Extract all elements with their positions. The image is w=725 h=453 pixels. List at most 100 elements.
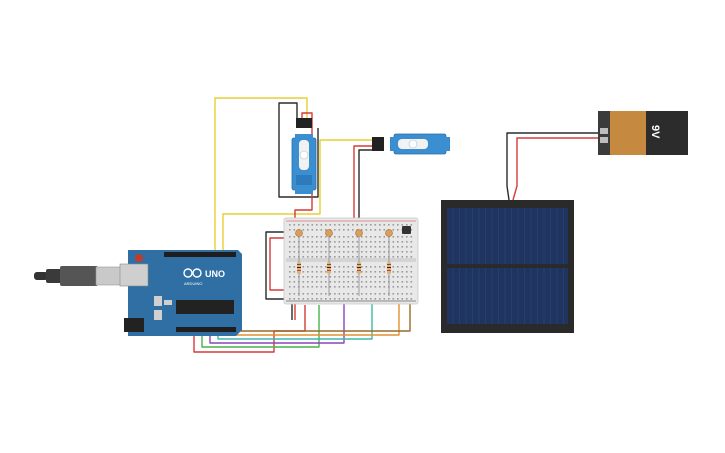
breadboard[interactable] [283,217,419,305]
breadboard-hole [410,251,413,253]
breadboard-hole [347,266,350,268]
arduino-board [128,250,242,336]
arduino-uno[interactable]: UNO ARDUINO [119,250,242,336]
breadboard-hole [289,293,291,295]
breadboard-hole [397,246,399,248]
breadboard-hole [406,251,408,253]
breadboard-hole [388,298,390,300]
resistor-band [387,264,391,265]
breadboard-hole [356,281,359,283]
breadboard-hole [365,256,368,258]
breadboard-hole [406,276,408,278]
wire-yellow-servo2-signal[interactable] [222,139,372,252]
breadboard-hole [338,236,341,238]
breadboard-hole [320,251,323,253]
breadboard-hole [293,281,296,283]
breadboard-hole [406,281,408,283]
ldr-photoresistor-icon[interactable] [295,229,303,237]
reset-button-icon[interactable] [135,254,143,262]
wire-brown-ldr[interactable] [234,298,411,332]
battery-9v[interactable]: 9V [598,111,688,155]
breadboard-hole [361,276,363,278]
pushbutton[interactable] [402,226,411,234]
breadboard-hole [365,224,368,226]
breadboard-hole [325,286,327,288]
breadboard-hole [401,298,404,300]
breadboard-hole [325,224,327,226]
solar-panel[interactable] [441,200,574,333]
breadboard-hole [397,298,399,300]
wire-battery-black[interactable] [506,132,600,201]
breadboard-hole [401,266,404,268]
breadboard-hole [397,293,399,295]
breadboard-hole [388,224,390,226]
breadboard-hole [379,266,381,268]
breadboard-hole [311,298,314,300]
ldr-photoresistor-icon[interactable] [385,229,393,237]
breadboard-hole [329,281,332,283]
breadboard-hole [379,281,381,283]
breadboard-hole [302,298,305,300]
wire-black-gnd-left[interactable] [265,231,293,320]
breadboard-hole [379,229,381,231]
wire-purple-ldr[interactable] [209,298,345,344]
breadboard-hole [361,251,363,253]
breadboard-hole [356,241,359,243]
breadboard-hole [347,276,350,278]
breadboard-hole [329,246,332,248]
breadboard-hole [343,224,345,226]
breadboard-hole [311,281,314,283]
breadboard-hole [338,266,341,268]
breadboard-hole [293,266,296,268]
servo-vertical[interactable] [291,118,317,194]
ldr-photoresistor-icon[interactable] [355,229,363,237]
breadboard-hole [401,224,404,226]
breadboard-hole [289,229,291,231]
breadboard-hole [343,246,345,248]
wire-green-ldr[interactable] [201,305,320,348]
breadboard-hole [311,276,314,278]
breadboard-hole [365,286,368,288]
servo-horizontal[interactable] [372,133,450,155]
breadboard-hole [325,256,327,258]
breadboard-hole [316,241,318,243]
breadboard-hole [316,266,318,268]
breadboard-hole [370,276,372,278]
wire-red-bottom[interactable] [193,305,306,353]
breadboard-hole [320,236,323,238]
wire-black-servo2-gnd[interactable] [358,149,372,222]
breadboard-hole [325,271,327,273]
breadboard-hole [410,286,413,288]
breadboard-hole [302,236,305,238]
battery-terminal-top [600,128,608,134]
battery-terminal-bottom [600,137,608,143]
infinity-logo-icon [183,268,193,278]
breadboard-hole [410,276,413,278]
resistor-band [387,267,391,268]
breadboard-hole [383,271,386,273]
breadboard-hole [302,266,305,268]
breadboard-hole [307,266,309,268]
breadboard-hole [374,276,377,278]
breadboard-hole [343,293,345,295]
breadboard-hole [361,281,363,283]
usb-cable[interactable] [34,266,125,286]
wire-red-servo2-vcc[interactable] [353,145,372,222]
breadboard-hole [374,286,377,288]
breadboard-hole [374,224,377,226]
breadboard-hole [352,241,354,243]
breadboard-hole [334,229,336,231]
breadboard-hole [365,229,368,231]
wire-red-5v[interactable] [269,237,288,291]
breadboard-hole [379,246,381,248]
breadboard-hole [352,256,354,258]
breadboard-hole [365,298,368,300]
ldr-photoresistor-icon[interactable] [325,229,333,237]
breadboard-hole [356,236,359,238]
wire-battery-red[interactable] [512,137,600,201]
breadboard-hole [383,229,386,231]
wire-black-servo1-gnd[interactable] [278,102,319,198]
breadboard-hole [293,236,296,238]
breadboard-hole [325,241,327,243]
